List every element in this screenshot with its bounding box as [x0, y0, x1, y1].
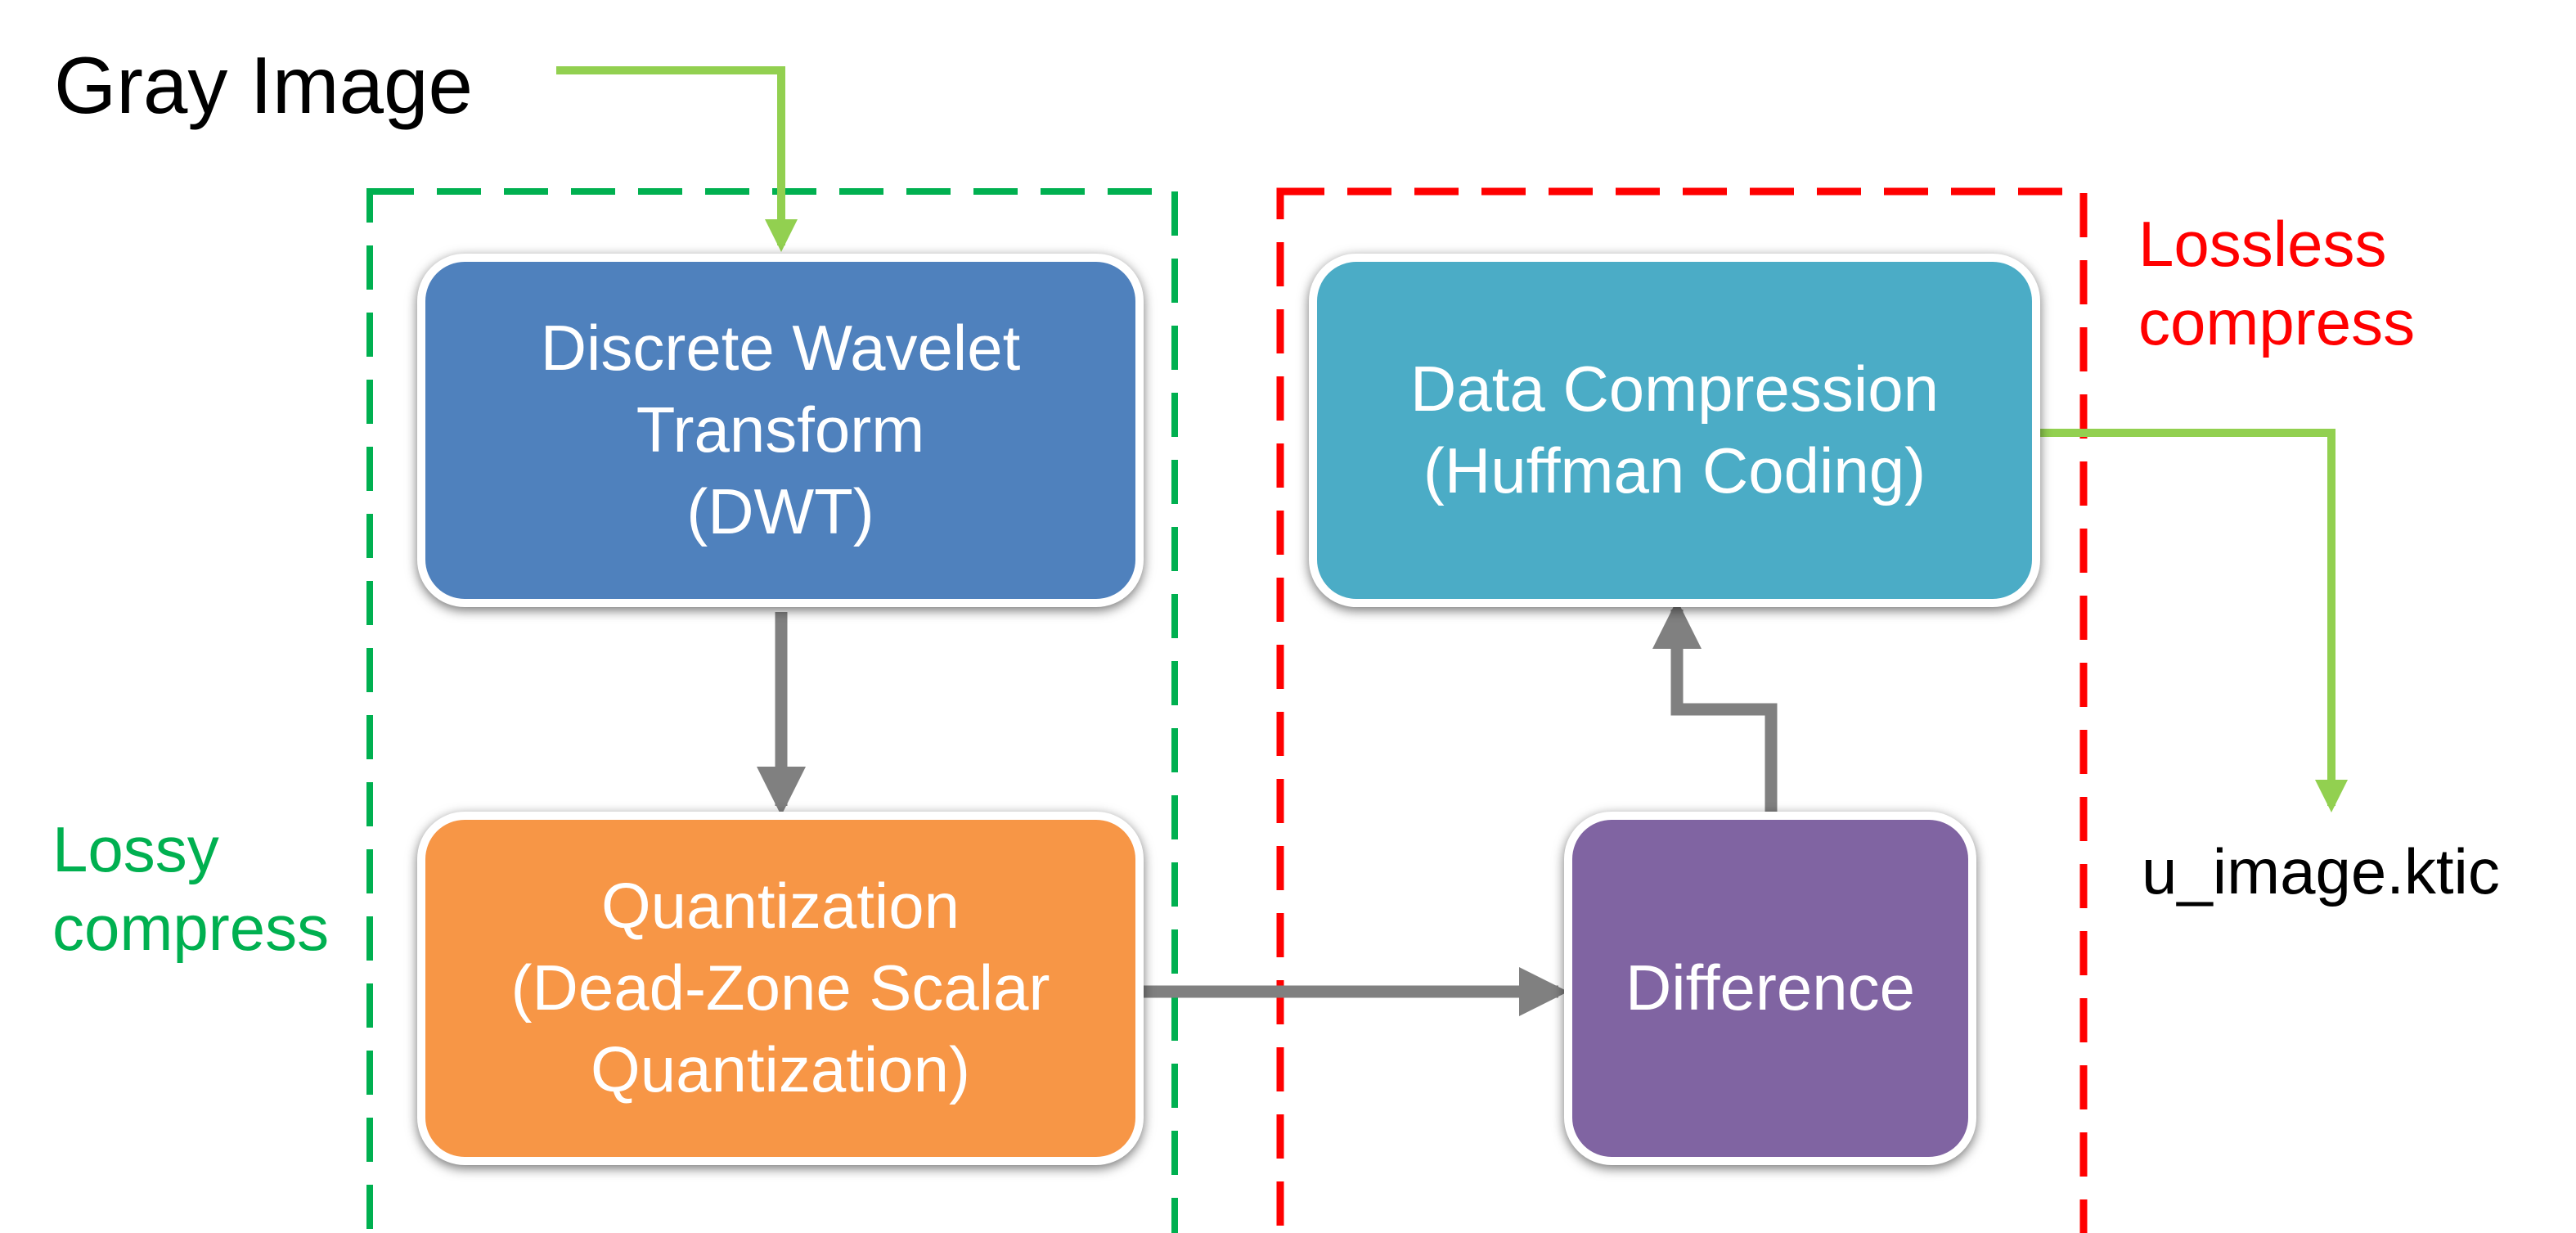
- output-label: u_image.ktic: [2142, 835, 2500, 907]
- dwt-line-3: (DWT): [686, 475, 874, 547]
- quantization-line-3: Quantization): [591, 1033, 970, 1105]
- dwt-box: Discrete Wavelet Transform (DWT): [417, 254, 1144, 607]
- dwt-line-1: Discrete Wavelet: [540, 312, 1021, 385]
- lossy-compress-label: Lossy compress: [52, 810, 329, 967]
- difference-box: Difference: [1564, 812, 1976, 1165]
- dwt-line-2: Transform: [636, 394, 925, 466]
- quantization-line-2: (Dead-Zone Scalar: [510, 952, 1050, 1024]
- arrow-difference-to-data-compression: [1652, 600, 1778, 814]
- lossless-label-line-1: Lossless: [2138, 208, 2387, 280]
- data-compression-line-1: Data Compression: [1410, 353, 1939, 425]
- arrow-output-to-file: [2037, 429, 2348, 812]
- quantization-line-1: Quantization: [601, 870, 960, 943]
- lossless-compress-label: Lossless compress: [2138, 205, 2415, 362]
- data-compression-box: Data Compression (Huffman Coding): [1309, 254, 2040, 607]
- arrow-gray-image-input: [556, 66, 798, 252]
- lossy-label-line-1: Lossy: [52, 813, 219, 885]
- quantization-box: Quantization (Dead-Zone Scalar Quantizat…: [417, 812, 1144, 1165]
- data-compression-line-2: (Huffman Coding): [1423, 434, 1926, 506]
- lossy-group-frame: [366, 188, 1178, 1233]
- input-label: Gray Image: [54, 40, 473, 130]
- lossy-label-line-2: compress: [52, 892, 330, 964]
- lossless-group-frame: [1276, 187, 2088, 1233]
- difference-line-1: Difference: [1625, 952, 1916, 1024]
- lossless-label-line-2: compress: [2138, 286, 2416, 358]
